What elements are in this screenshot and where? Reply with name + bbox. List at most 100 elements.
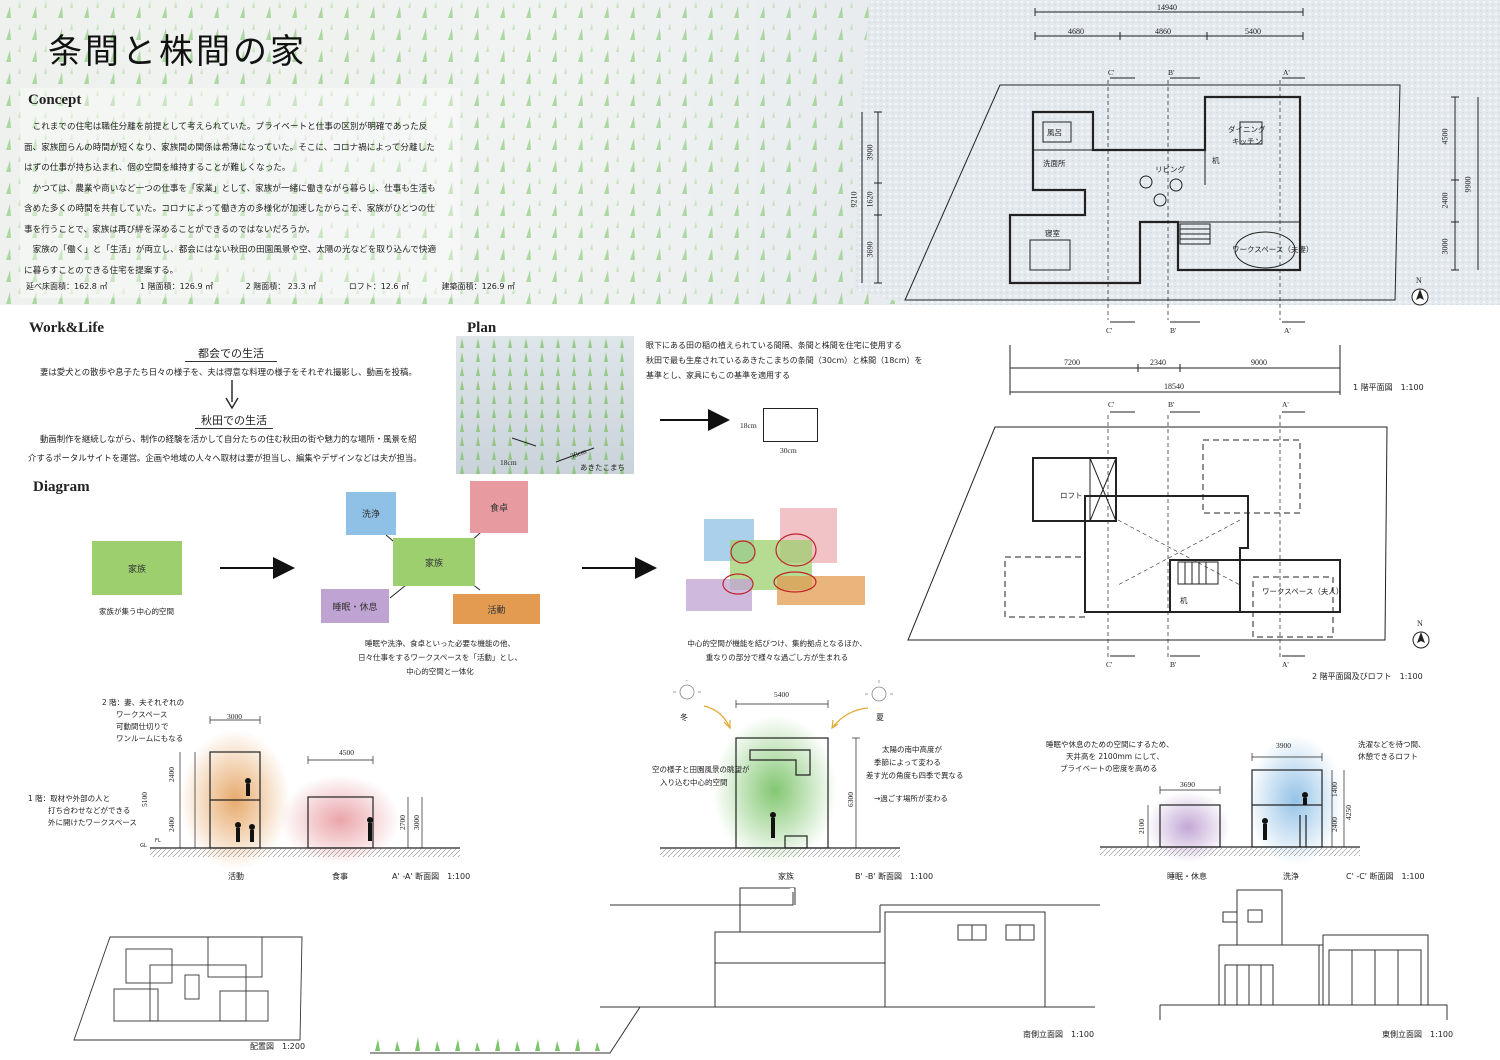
- note-line: ワンルームにもなる: [116, 734, 184, 743]
- section-mark: B': [1170, 326, 1177, 335]
- section-mark: A': [1282, 400, 1289, 409]
- dim-label: 6300: [846, 792, 855, 807]
- dim-label: 5100: [140, 792, 149, 807]
- dim-label: 4500: [339, 748, 354, 757]
- note-line: 睡眠や休息のための空間にするため、: [1046, 740, 1174, 749]
- floor-plan-1f: [861, 8, 1479, 395]
- area-item: 2 階面積： 23.3 ㎡: [245, 282, 317, 291]
- dim-label: 5400: [774, 690, 789, 699]
- area-item: ロフト：12.6 ㎡: [348, 282, 410, 291]
- caption-line: 中心的空間と一体化: [406, 667, 474, 676]
- page-title: 条間と株間の家: [48, 32, 307, 72]
- room-label: 寝室: [1045, 229, 1060, 238]
- section-note: 2 階：妻、夫それぞれの ワークスペース 可動間仕切りで ワンルームにもなる: [102, 697, 184, 745]
- section-aa: [150, 716, 460, 870]
- space-label: 食事: [332, 872, 348, 881]
- section-mark: C': [1108, 68, 1115, 77]
- room-label: ロフト: [1060, 491, 1083, 500]
- section-mark: C': [1106, 660, 1113, 669]
- note-line: →過ごす場所が変わる: [874, 794, 948, 803]
- dim-label: 2400: [167, 767, 176, 782]
- section-caption: C' -C' 断面図 1:100: [1346, 872, 1425, 881]
- dim-label: 2340: [1150, 358, 1166, 367]
- room-label: 洗面所: [1043, 159, 1066, 168]
- diagram-activity-box: 活動: [453, 594, 540, 624]
- dim-label: 1400: [1330, 782, 1339, 797]
- dim-label: 3000: [1440, 238, 1450, 255]
- east-elevation: [1159, 889, 1448, 1020]
- dim-label: 9900: [1463, 176, 1473, 193]
- space-label: 睡眠・休息: [1167, 872, 1207, 881]
- diagram-family-box: 家族: [92, 541, 182, 595]
- arrow-right-icon: [582, 557, 657, 579]
- dim-label: 9000: [1251, 358, 1267, 367]
- room-label: ダイニング: [1228, 125, 1266, 134]
- room-label: ワークスペース（夫妻）: [1232, 245, 1314, 254]
- note-line: 入り込む中心的空間: [660, 778, 728, 787]
- dim-label: 3000: [412, 815, 421, 830]
- winter-label: 冬: [680, 713, 688, 722]
- diagram-sleep-box: 睡眠・休息: [321, 589, 389, 623]
- section-note: 1 階：取材や外部の人と 打ち合わせなどができる 外に開けたワークスペース: [28, 793, 137, 829]
- area-item: 建築面積：126.9 ㎡: [441, 282, 516, 291]
- dim-label: 3690: [865, 241, 875, 258]
- note-line: ワークスペース: [116, 710, 168, 719]
- dim-label: 4680: [1068, 27, 1084, 36]
- note-line: 太陽の南中高度が: [882, 745, 942, 754]
- module-rectangle: [763, 408, 818, 442]
- note-line: 2 階：妻、夫それぞれの: [102, 698, 185, 707]
- section-bb: [660, 680, 900, 865]
- caption-line: 睡眠や洗浄、食卓といった必要な機能の他、: [365, 639, 515, 648]
- module-height-label: 18cm: [740, 421, 757, 430]
- space-label: 活動: [228, 872, 244, 881]
- north-label: N: [1416, 276, 1422, 285]
- plan-text-line: 基準とし、家具にもこの基準を適用する: [646, 371, 790, 380]
- concept-paragraph: これまでの住宅は職住分離を前提として考えられていた。プライベートと仕事の区別が明…: [24, 122, 435, 173]
- section-mark: B': [1168, 68, 1175, 77]
- diagram-dining-box: 食卓: [470, 481, 528, 533]
- plan-text: 眼下にある田の稲の植えられている間隔、条間と株間を住宅に使用する 秋田で最も生産…: [646, 338, 923, 383]
- note-line: 1 階：取材や外部の人と: [28, 794, 111, 803]
- diagram-caption: 中心的空間が機能を結びつけ、集約拠点となるほか、 重なりの部分で様々な過ごし方が…: [672, 637, 882, 665]
- dim-label: 2100: [1137, 819, 1146, 834]
- elevation-caption: 東側立面図 1:100: [1382, 1030, 1454, 1039]
- note-line: プライベートの密度を高める: [1060, 764, 1158, 773]
- section-mark: B': [1170, 660, 1177, 669]
- section-note: 太陽の南中高度が 季節によって変わる 差す光の角度も四季で異なる →過ごす場所が…: [866, 743, 964, 805]
- concept-paragraph: 家族の「働く」と「生活」が両立し、都会にはない秋田の田園風景や空、太陽の光などを…: [24, 245, 437, 276]
- area-item: 1 階面積：126.9 ㎡: [140, 282, 214, 291]
- arrow-right-icon: [220, 557, 295, 579]
- summer-label: 夏: [876, 713, 884, 722]
- diagram-overlap: [686, 508, 865, 611]
- space-label: 洗浄: [1283, 872, 1299, 881]
- note-line: 打ち合わせなどができる: [48, 806, 131, 815]
- dim-label: 4250: [1344, 805, 1353, 820]
- diagram-heading: Diagram: [33, 479, 90, 495]
- section-mark: B': [1168, 400, 1175, 409]
- dim-label: 2700: [398, 815, 407, 830]
- concept-body: これまでの住宅は職住分離を前提として考えられていた。プライベートと仕事の区別が明…: [24, 117, 439, 281]
- north-label: N: [1417, 619, 1423, 628]
- dim-label: 2400: [1330, 817, 1339, 832]
- worklife-heading: Work&Life: [29, 320, 104, 336]
- plan-caption: 1 階平面図 1:100: [1353, 383, 1424, 392]
- note-line: 休憩できるロフト: [1358, 752, 1418, 761]
- dim-label: 1620: [865, 191, 875, 208]
- site-plan: [73, 936, 303, 1041]
- section-mark: C': [1108, 400, 1115, 409]
- floor-plan-2f: [907, 411, 1430, 660]
- area-item: 延べ床面積：162.8 ㎡: [26, 282, 108, 291]
- plan-heading: Plan: [467, 320, 497, 336]
- arrow-right-icon: [660, 409, 730, 431]
- room-label: ワークスペース（夫人）: [1262, 587, 1344, 596]
- plan-caption: 2 階平面図及びロフト 1:100: [1312, 672, 1423, 681]
- note-line: 可動間仕切りで: [116, 722, 169, 731]
- note-line: 外に開けたワークスペース: [48, 818, 137, 827]
- arrow-down-icon: [225, 380, 239, 410]
- dim-label: 4860: [1155, 27, 1171, 36]
- section-mark: A': [1282, 660, 1289, 669]
- fl-label: FL: [155, 838, 161, 844]
- note-line: 空の様子と田園風景の眺望が: [652, 765, 750, 774]
- diagram-caption: 睡眠や洗浄、食卓といった必要な機能の他、 日々仕事をするワークスペースを「活動」…: [330, 637, 550, 679]
- elevation-caption: 南側立面図 1:100: [1023, 1030, 1095, 1039]
